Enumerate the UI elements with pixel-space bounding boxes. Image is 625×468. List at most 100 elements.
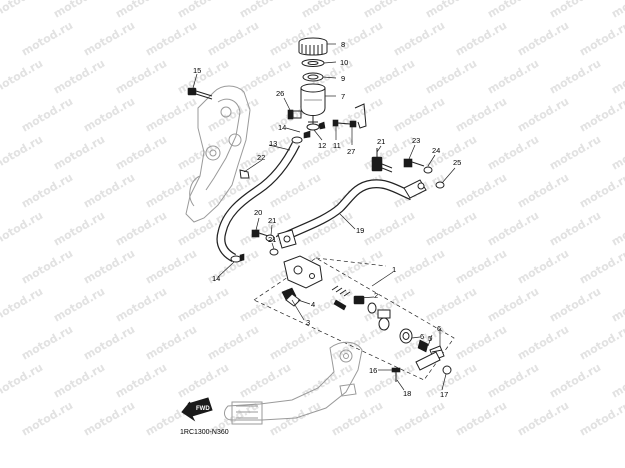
watermark-text: motod.ru: [453, 399, 509, 439]
plate-9: [302, 72, 324, 82]
watermark-text: motod.ru: [0, 133, 45, 173]
callout-6b: 6: [437, 324, 441, 333]
callout-labels: 8 10 9 7 26 15 14 12 11 27 13 22 21 23 2…: [193, 40, 461, 399]
watermark-text: motod.ru: [577, 247, 625, 287]
callout-11: 11: [333, 141, 341, 150]
watermark-text: motod.ru: [547, 0, 603, 21]
callout-15: 15: [193, 66, 201, 75]
watermark-text: motod.ru: [0, 361, 45, 401]
brake-hose-19: [275, 179, 414, 244]
watermark-text: motod.ru: [515, 323, 571, 363]
watermark-text: motod.ru: [329, 247, 385, 287]
bolt-11-27: [332, 103, 367, 129]
watermark-text: motod.ru: [329, 95, 385, 135]
watermark-text: motod.ru: [113, 133, 169, 173]
watermark-text: motod.ru: [547, 209, 603, 249]
watermark-text: motod.ru: [361, 57, 417, 97]
watermark-text: motod.ru: [51, 57, 107, 97]
watermark-text: motod.ru: [143, 247, 199, 287]
callout-24: 23: [412, 136, 420, 145]
watermark-text: motod.ru: [267, 399, 323, 439]
callout-4: 4: [311, 300, 315, 309]
watermark-text: motod.ru: [113, 209, 169, 249]
callout-1: 1: [392, 265, 396, 274]
callout-9: 9: [341, 74, 345, 83]
watermark-text: motod.ru: [515, 95, 571, 135]
callout-19: 19: [356, 226, 364, 235]
watermark-text: motod.ru: [485, 133, 541, 173]
watermark-text: motod.ru: [205, 19, 261, 59]
watermark-text: motod.ru: [547, 133, 603, 173]
watermark-text: motod.ru: [51, 361, 107, 401]
piston-kit-2: [331, 285, 391, 331]
watermark-text: motod.ru: [453, 323, 509, 363]
watermark-text: motod.ru: [81, 323, 137, 363]
master-cylinder-body: [281, 255, 323, 307]
watermark-text: motod.ru: [51, 285, 107, 325]
watermark-text: motod.ru: [609, 285, 625, 325]
watermark-text: motod.ru: [143, 95, 199, 135]
watermark-text: motod.ru: [515, 247, 571, 287]
watermark-text: motod.ru: [515, 19, 571, 59]
leader-lines: [192, 43, 456, 391]
callout-10: 10: [340, 58, 348, 67]
fwd-label: FWD: [196, 406, 210, 412]
watermark-text: motod.ru: [453, 171, 509, 211]
hose-clamp-14: [230, 253, 245, 263]
watermark-text: motod.ru: [19, 399, 75, 439]
frame-bracket: [185, 85, 251, 223]
watermark-text: motod.ru: [485, 57, 541, 97]
hose-end-fitting: [403, 179, 427, 199]
callout-2: 2: [374, 291, 378, 300]
bracket-26: [287, 109, 302, 120]
watermark-text: motod.ru: [361, 209, 417, 249]
brake-switch-22: [371, 148, 393, 173]
callout-14b: 14: [212, 274, 220, 283]
watermark-text: motod.ru: [609, 133, 625, 173]
watermark-text: motod.ru: [329, 323, 385, 363]
watermark-text: motod.ru: [81, 95, 137, 135]
watermark-text: motod.ru: [113, 0, 169, 21]
watermark-text: motod.ru: [609, 57, 625, 97]
watermark-text: motod.ru: [423, 0, 479, 21]
watermark-text: motod.ru: [81, 171, 137, 211]
watermark-text: motod.ru: [0, 57, 45, 97]
watermark-text: motod.ru: [237, 57, 293, 97]
diaphragm-10: [301, 59, 325, 67]
watermark-text: motod.ru: [175, 361, 231, 401]
watermark-text: motod.ru: [423, 209, 479, 249]
callout-20: 20: [254, 208, 262, 217]
watermark-text: motod.ru: [113, 57, 169, 97]
watermark-text: motod.ru: [19, 171, 75, 211]
watermark-text: motod.ru: [609, 209, 625, 249]
callout-12: 12: [318, 141, 326, 150]
watermark-text: motod.ru: [0, 209, 45, 249]
watermark-text: motod.ru: [577, 95, 625, 135]
watermark-text: motod.ru: [143, 171, 199, 211]
watermark-text: motod.ru: [143, 323, 199, 363]
callout-26: 26: [276, 89, 284, 98]
watermark-text: motod.ru: [51, 133, 107, 173]
reservoir-hose-13: [216, 130, 311, 263]
watermark-text: motod.ru: [547, 57, 603, 97]
washer-21a: [265, 234, 275, 242]
callout-22: 21: [377, 137, 385, 146]
watermark-text: motod.ru: [329, 399, 385, 439]
watermark-text: motod.ru: [423, 57, 479, 97]
watermark-text: motod.ru: [81, 247, 137, 287]
callout-6a: 6: [420, 332, 424, 341]
fwd-arrow-icon: FWD: [181, 397, 213, 422]
watermark-text: motod.ru: [205, 323, 261, 363]
watermark-text: motod.ru: [515, 399, 571, 439]
watermark-text: motod.ru: [175, 285, 231, 325]
reservoir-cap-8: [298, 37, 328, 56]
watermark-text: motod.ru: [547, 361, 603, 401]
callout-13: 13: [269, 139, 277, 148]
bolt-15: [187, 87, 213, 100]
watermark-text: motod.ru: [485, 0, 541, 21]
callout-23: 22: [257, 153, 265, 162]
watermark-text: motod.ru: [51, 0, 107, 21]
watermark-text: motod.ru: [0, 285, 45, 325]
washer-25b: [435, 181, 445, 189]
